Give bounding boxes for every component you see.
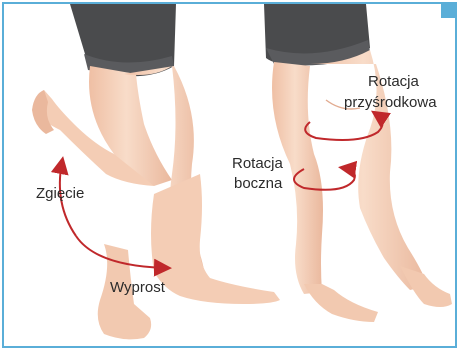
label-extension: Wyprost — [110, 279, 166, 296]
label-flexion: Zgięcie — [36, 185, 84, 202]
label-lateral-rotation-line1: Rotacja — [232, 155, 284, 172]
diagram-frame: Zgięcie Wyprost Rotacja boczna Rotacja p… — [2, 2, 457, 348]
knee-motion-illustration: Zgięcie Wyprost Rotacja boczna Rotacja p… — [4, 4, 455, 346]
label-medial-rotation-line2: przyśrodkowa — [344, 94, 437, 111]
right-back-foot — [304, 284, 378, 322]
label-medial-rotation-line1: Rotacja — [368, 73, 420, 90]
label-lateral-rotation-line2: boczna — [234, 175, 283, 192]
